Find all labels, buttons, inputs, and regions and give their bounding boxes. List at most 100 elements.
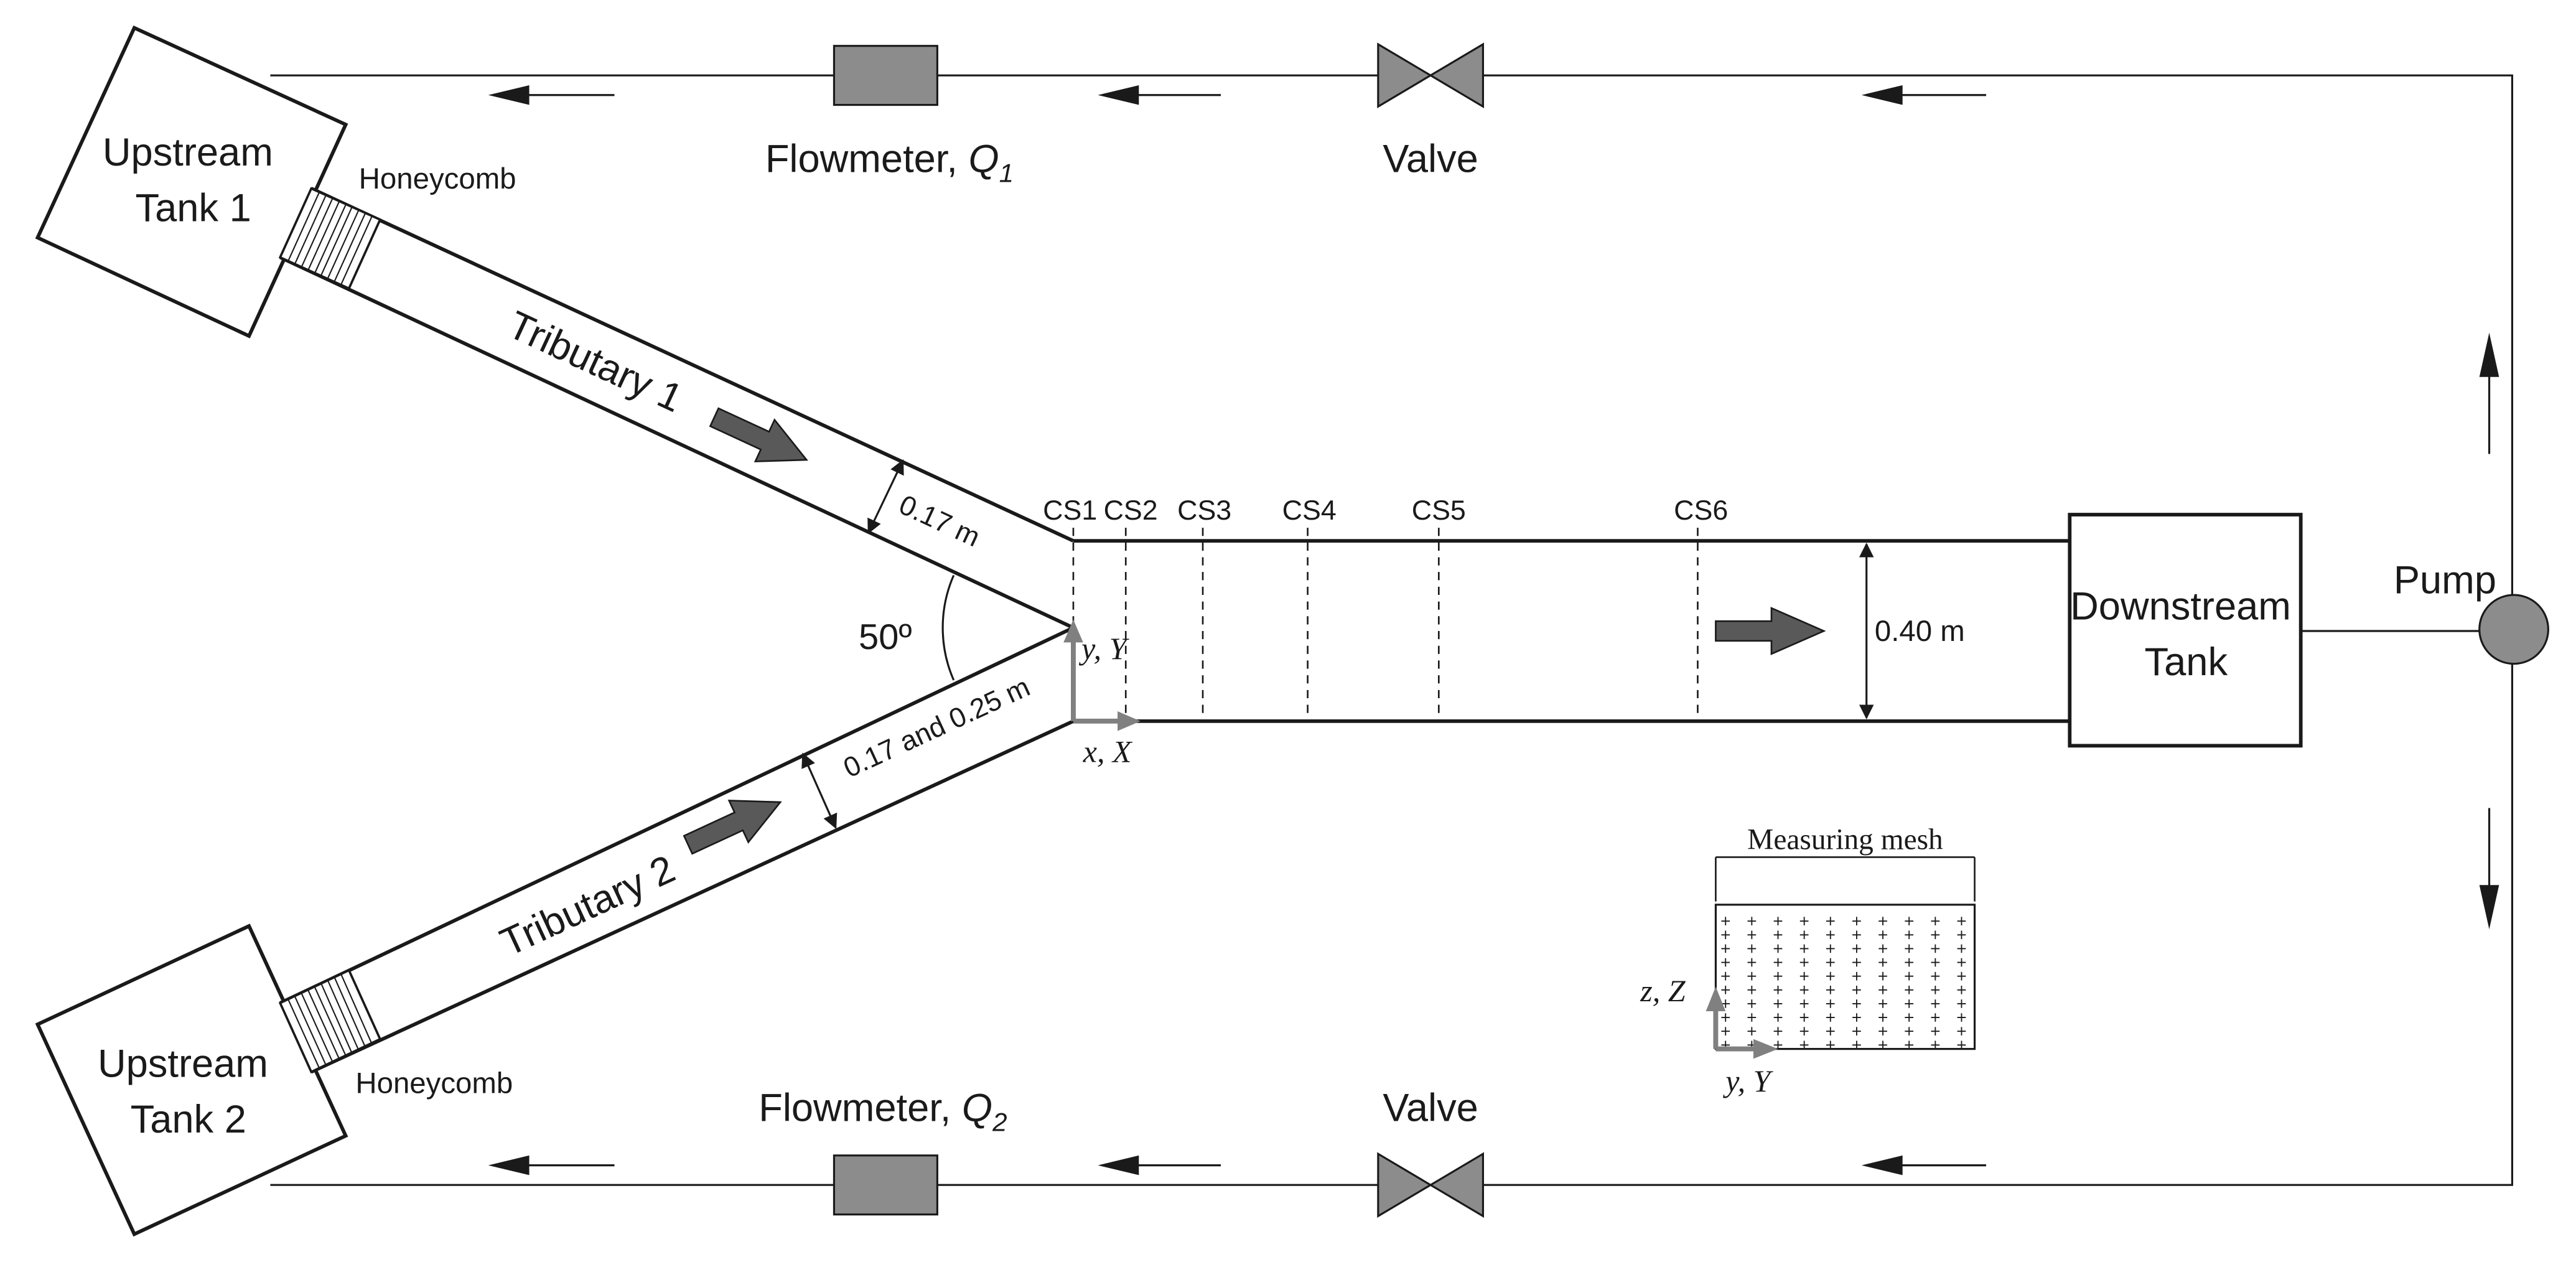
main-channel	[1073, 539, 2070, 723]
mesh-point	[1852, 944, 1861, 953]
mesh-point	[1747, 985, 1757, 994]
mesh-point	[1773, 944, 1783, 953]
pipe-flow-arrows-right	[2479, 332, 2499, 930]
dimension-tributary-1	[867, 459, 904, 535]
cross-section-labels: CS1 CS2 CS3 CS4 CS5 CS6	[1043, 495, 1728, 526]
cs-label: CS4	[1282, 495, 1337, 526]
mesh-point	[1773, 1027, 1783, 1036]
downstream-tank	[2068, 513, 2303, 748]
mesh-point	[1931, 971, 1940, 981]
svg-text:Upstream Tank 1: Upstream Tank 1	[103, 131, 284, 230]
mesh-point	[1878, 1040, 1887, 1050]
pipe-flow-arrows-top	[488, 85, 1986, 105]
mesh-point	[1852, 930, 1861, 940]
mesh-point	[1905, 971, 1914, 981]
return-pipe-loop	[270, 74, 2514, 1186]
dimension-tributary-2	[801, 752, 838, 830]
mesh-point	[1905, 999, 1914, 1008]
honeycomb-2-label: Honeycomb	[355, 1067, 513, 1100]
downstream-tank-label-line1: Downstream	[2070, 585, 2291, 629]
mesh-point	[1852, 958, 1861, 967]
mesh-point	[1721, 930, 1730, 940]
mesh-point	[1721, 958, 1730, 967]
mesh-point	[1826, 930, 1835, 940]
mesh-axis-y-label: y, Y	[1722, 1063, 1773, 1098]
mesh-point	[1747, 944, 1757, 953]
mesh-point	[1799, 930, 1809, 940]
flowmeter-1-label: Flowmeter, Q1	[765, 138, 1014, 188]
mesh-point	[1799, 917, 1809, 926]
mesh-point	[1721, 1013, 1730, 1022]
mesh-point	[1773, 999, 1783, 1008]
mesh-point	[1799, 1027, 1809, 1036]
mesh-point	[1773, 958, 1783, 967]
mesh-point	[1905, 944, 1914, 953]
mesh-point	[1747, 958, 1757, 967]
mesh-point	[1721, 1027, 1730, 1036]
mesh-point	[1721, 917, 1730, 926]
mesh-points	[1721, 917, 1966, 1050]
origin-axes	[1063, 619, 1141, 731]
upstream-tank-1-label-line1: Upstream	[103, 131, 273, 174]
mesh-point	[1931, 930, 1940, 940]
measuring-mesh	[1706, 856, 1976, 1059]
mesh-point	[1826, 944, 1835, 953]
upstream-tank-2	[35, 923, 348, 1237]
mesh-point	[1878, 944, 1887, 953]
mesh-point	[1747, 917, 1757, 926]
mesh-point	[1905, 985, 1914, 994]
mesh-point	[1852, 971, 1861, 981]
mesh-point	[1878, 930, 1887, 940]
pump	[2478, 594, 2549, 665]
pump-label: Pump	[2394, 558, 2496, 602]
cs-label: CS2	[1104, 495, 1158, 526]
tributary-2-width-label: 0.17 and 0.25 m	[839, 671, 1035, 783]
svg-text:Upstream Tank 2: Upstream Tank 2	[98, 1042, 279, 1141]
mesh-point	[1852, 985, 1861, 994]
mesh-point	[1721, 971, 1730, 981]
mesh-point	[1852, 999, 1861, 1008]
mesh-point	[1931, 985, 1940, 994]
mesh-point	[1826, 971, 1835, 981]
mesh-point	[1957, 985, 1966, 994]
mesh-point	[1826, 1040, 1835, 1050]
tributary-2-label: Tributary 2	[494, 847, 681, 965]
mesh-point	[1931, 958, 1940, 967]
cross-section-lines	[1072, 528, 1699, 721]
valve-bottom-label: Valve	[1383, 1086, 1478, 1129]
mesh-point	[1931, 999, 1940, 1008]
mesh-point	[1826, 999, 1835, 1008]
mesh-point	[1852, 1027, 1861, 1036]
mesh-point	[1905, 1040, 1914, 1050]
mesh-point	[1957, 1027, 1966, 1036]
mesh-point	[1721, 944, 1730, 953]
upstream-tank-2-label-line2: Tank 2	[131, 1098, 246, 1141]
mesh-point	[1826, 1027, 1835, 1036]
mesh-point	[1957, 917, 1966, 926]
mesh-point	[1905, 930, 1914, 940]
mesh-point	[1799, 999, 1809, 1008]
mesh-point	[1852, 1040, 1861, 1050]
mesh-point	[1721, 985, 1730, 994]
mesh-point	[1957, 930, 1966, 940]
mesh-point	[1747, 930, 1757, 940]
measuring-mesh-title: Measuring mesh	[1747, 823, 1943, 856]
origin-axis-y-label: y, Y	[1078, 631, 1129, 666]
honeycomb-2	[278, 968, 382, 1073]
mesh-point	[1957, 944, 1966, 953]
mesh-point	[1852, 1013, 1861, 1022]
mesh-point	[1852, 917, 1861, 926]
upstream-tank-1	[35, 25, 348, 339]
mesh-point	[1905, 1027, 1914, 1036]
mesh-point	[1957, 999, 1966, 1008]
mesh-point	[1799, 985, 1809, 994]
mesh-point	[1799, 958, 1809, 967]
mesh-point	[1826, 985, 1835, 994]
mesh-point	[1878, 1027, 1887, 1036]
origin-axis-x-label: x, X	[1083, 734, 1133, 769]
mesh-point	[1905, 917, 1914, 926]
flowmeter-2-label: Flowmeter, Q2	[758, 1086, 1007, 1136]
mesh-point	[1747, 999, 1757, 1008]
mesh-point	[1773, 917, 1783, 926]
flow-arrows	[683, 407, 1826, 855]
